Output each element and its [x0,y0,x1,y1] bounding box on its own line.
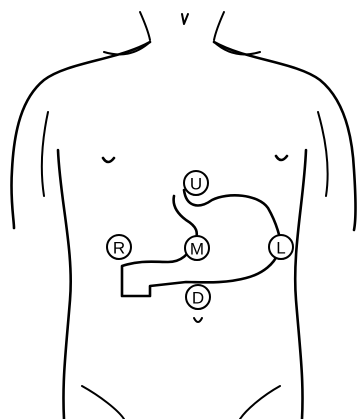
waist-right [295,150,306,419]
marker-middle: M [185,236,209,260]
marker-left: L [269,235,293,259]
marker-upper: U [184,171,208,195]
neck-right-line [214,12,224,40]
arm-left-inner [42,112,48,196]
hip-left [82,386,124,419]
torso-left-outline [11,42,150,228]
arm-right-inner [318,112,328,196]
nipple-left [103,158,114,162]
marker-right: R [107,235,131,259]
torso-right-outline [214,42,356,230]
marker-upper-label: U [190,175,202,194]
neck-notch [182,14,188,24]
marker-right-label: R [113,239,125,258]
marker-middle-label: M [190,240,204,259]
marker-left-label: L [276,239,285,258]
navel [194,318,202,322]
marker-down: D [186,285,210,309]
marker-down-label: D [192,289,204,308]
waist-left [58,150,71,419]
hip-right [240,386,280,419]
nipple-right [276,156,287,160]
neck-left-line [140,12,150,40]
